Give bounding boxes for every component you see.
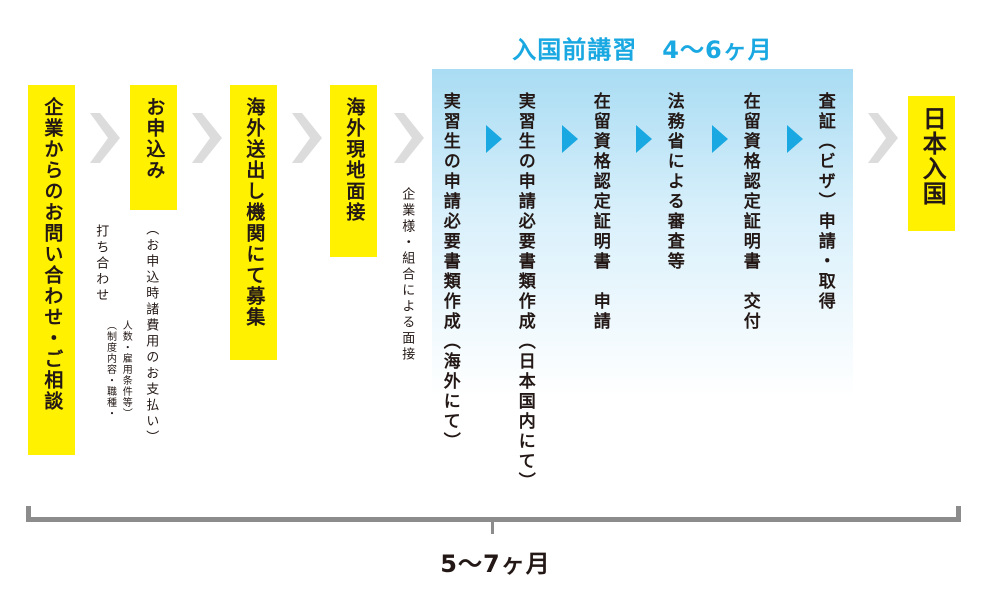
duration-bracket-left-end — [26, 506, 31, 522]
step-arrival-label: 日本入国 — [918, 106, 947, 206]
step-inquiry-label: 企業からのお問い合わせ・ご相談 — [41, 97, 64, 412]
pre-step-3: 在留資格認定証明書 申請 — [590, 92, 620, 336]
step-arrival-box: 日本入国 — [908, 96, 955, 231]
payment-note: （お申込時諸費用のお支払い） — [143, 222, 159, 450]
step-interview-box: 海外現地面接 — [330, 85, 377, 257]
pre-step-5: 在留資格認定証明書 交付 — [740, 92, 770, 336]
pre-step-1-label: 実習生の申請必要書類作成（海外にて） — [439, 92, 460, 452]
pre-step-1: 実習生の申請必要書類作成（海外にて） — [440, 92, 470, 456]
step-recruitment-box: 海外送出し機関にて募集 — [230, 85, 277, 360]
pre-step-4-label: 法務省による審査等 — [663, 92, 684, 272]
pre-step-2-label: 実習生の申請必要書類作成（日本国内にて） — [514, 92, 535, 492]
meeting-detail-line-1: （制度内容・職種・ — [104, 320, 116, 419]
triangle-right-icon — [636, 125, 652, 153]
interviewers-note-label: 企業様・組合による面接 — [399, 187, 415, 363]
chevron-right-icon — [868, 113, 898, 163]
pre-step-6: 査証（ビザ）申請・取得 — [815, 92, 845, 316]
step-recruitment-label: 海外送出し機関にて募集 — [243, 97, 266, 328]
triangle-right-icon — [712, 125, 728, 153]
meeting-detail-note: （制度内容・職種・ 人数・雇用条件等） — [104, 320, 132, 423]
chevron-right-icon — [90, 113, 120, 163]
pre-step-5-label: 在留資格認定証明書 交付 — [739, 92, 760, 332]
duration-bracket-right-end — [956, 506, 961, 522]
duration-bracket-center-tick — [491, 522, 494, 534]
duration-bracket — [26, 517, 961, 522]
step-application-label: お申込み — [143, 97, 166, 181]
pre-arrival-title: 入国前講習 4～6ヶ月 — [512, 36, 773, 64]
step-inquiry-box: 企業からのお問い合わせ・ご相談 — [28, 85, 75, 455]
triangle-right-icon — [486, 125, 502, 153]
step-interview-label: 海外現地面接 — [343, 97, 366, 223]
pre-step-2: 実習生の申請必要書類作成（日本国内にて） — [515, 92, 545, 496]
meeting-note: 打ち合わせ — [93, 224, 109, 308]
chevron-right-icon — [292, 113, 322, 163]
interviewers-note: 企業様・組合による面接 — [399, 187, 415, 367]
chevron-right-icon — [192, 113, 222, 163]
meeting-detail-line-2: 人数・雇用条件等） — [120, 320, 132, 419]
pre-step-6-label: 査証（ビザ）申請・取得 — [814, 92, 835, 312]
triangle-right-icon — [562, 125, 578, 153]
chevron-right-icon — [394, 113, 424, 163]
meeting-note-label: 打ち合わせ — [93, 224, 109, 304]
pre-step-4: 法務省による審査等 — [664, 92, 694, 276]
pre-step-3-label: 在留資格認定証明書 申請 — [589, 92, 610, 332]
triangle-right-icon — [787, 125, 803, 153]
payment-note-label: （お申込時諸費用のお支払い） — [143, 222, 159, 446]
step-application-box: お申込み — [130, 85, 177, 210]
total-duration-label: 5～7ヶ月 — [440, 550, 551, 578]
